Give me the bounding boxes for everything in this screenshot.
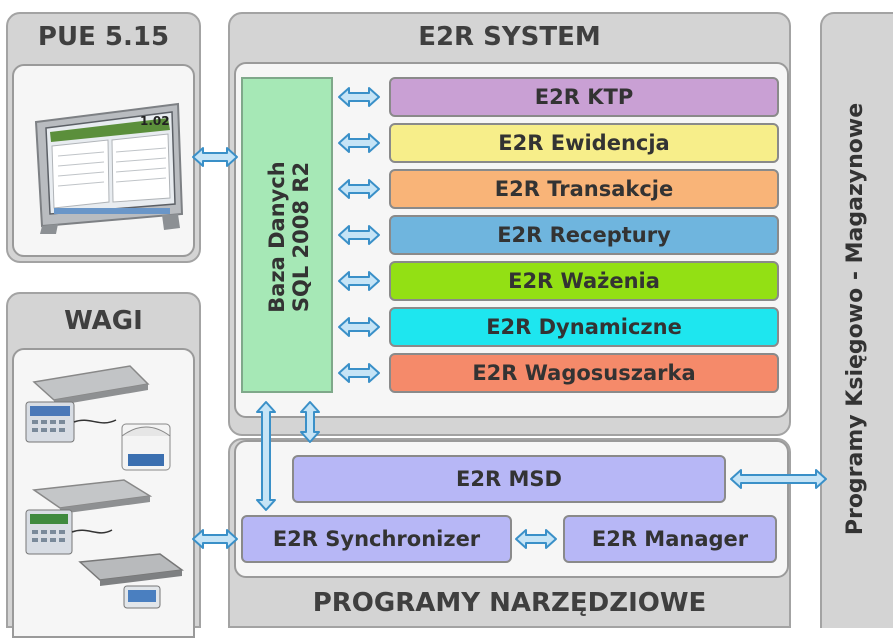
- pue-db-arrow: [192, 147, 238, 167]
- sync-manager-arrow: [515, 529, 557, 549]
- wagi-panel: WAGI: [6, 292, 201, 638]
- db-msd-arrow: [300, 401, 320, 443]
- module-receptury[interactable]: E2R Receptury: [389, 215, 779, 255]
- module-ewidencja[interactable]: E2R Ewidencja: [389, 123, 779, 163]
- arrow-wazenia: [338, 271, 380, 291]
- module-ktp[interactable]: E2R KTP: [389, 77, 779, 117]
- synchronizer-box[interactable]: E2R Synchronizer: [241, 515, 512, 563]
- accounting-panel: [820, 12, 893, 628]
- pue-terminal-image: [34, 102, 184, 234]
- db-sync-arrow: [256, 401, 276, 511]
- manager-box[interactable]: E2R Manager: [563, 515, 777, 563]
- arrow-transakcje: [338, 179, 380, 199]
- module-transakcje[interactable]: E2R Transakcje: [389, 169, 779, 209]
- arrow-dynamiczne: [338, 317, 380, 337]
- msd-box[interactable]: E2R MSD: [292, 455, 726, 503]
- database-box[interactable]: Baza Danych SQL 2008 R2: [241, 77, 333, 393]
- msd-accounting-arrow: [730, 469, 827, 489]
- arrow-ewidencja: [338, 133, 380, 153]
- arrow-ktp: [338, 87, 380, 107]
- wagi-sync-arrow: [192, 529, 238, 549]
- pue-title: PUE 5.15: [37, 22, 170, 52]
- pue-screen-readout: 1.02: [140, 114, 170, 128]
- scales-image: [25, 365, 184, 609]
- wagi-title: WAGI: [64, 306, 143, 336]
- pue-panel: PUE 5.15 1.02: [6, 12, 201, 263]
- arrow-wagosuszarka: [338, 363, 380, 383]
- module-dynamiczne[interactable]: E2R Dynamiczne: [389, 307, 779, 347]
- module-wagosuszarka[interactable]: E2R Wagosuszarka: [389, 353, 779, 393]
- e2r-system-title: E2R SYSTEM: [418, 22, 601, 52]
- module-wazenia[interactable]: E2R Ważenia: [389, 261, 779, 301]
- tools-title: PROGRAMY NARZĘDZIOWE: [312, 588, 707, 618]
- arrow-receptury: [338, 225, 380, 245]
